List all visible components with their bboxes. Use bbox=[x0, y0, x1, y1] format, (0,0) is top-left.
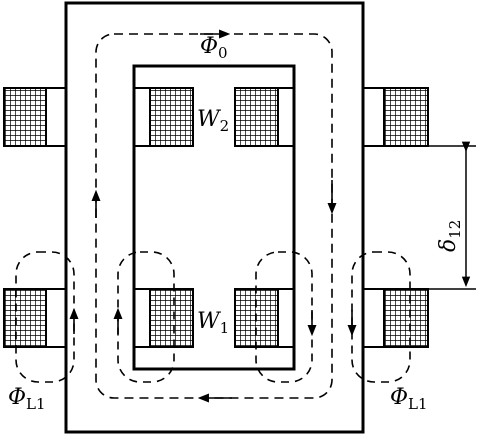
winding-w2-right-outer bbox=[383, 87, 429, 147]
delta12-label: δ12 bbox=[436, 220, 464, 252]
core bbox=[64, 1, 365, 434]
winding-leads bbox=[46, 87, 384, 348]
leakage-loop-right-outer bbox=[351, 251, 411, 383]
winding-w2-left-inner bbox=[149, 87, 194, 147]
phiL1-right-label: ΦL1 bbox=[390, 385, 428, 413]
main-flux-path bbox=[95, 33, 333, 399]
core-outer-frame bbox=[64, 1, 365, 434]
windings bbox=[3, 87, 429, 348]
winding-w2-right-inner bbox=[234, 87, 279, 147]
w1-label: W1 bbox=[197, 309, 229, 337]
phiL1-left-label: ΦL1 bbox=[8, 385, 46, 413]
delta-dimension bbox=[428, 141, 476, 290]
core-window bbox=[132, 64, 296, 371]
winding-w1-right-outer bbox=[383, 288, 429, 348]
phi0-label: Φ0 bbox=[200, 34, 228, 62]
winding-w1-left-outer bbox=[3, 288, 47, 348]
w2-label: W2 bbox=[197, 107, 229, 135]
flux-arrows bbox=[69, 29, 357, 403]
winding-w1-left-inner bbox=[149, 288, 194, 348]
winding-w2-left-outer bbox=[3, 87, 47, 147]
